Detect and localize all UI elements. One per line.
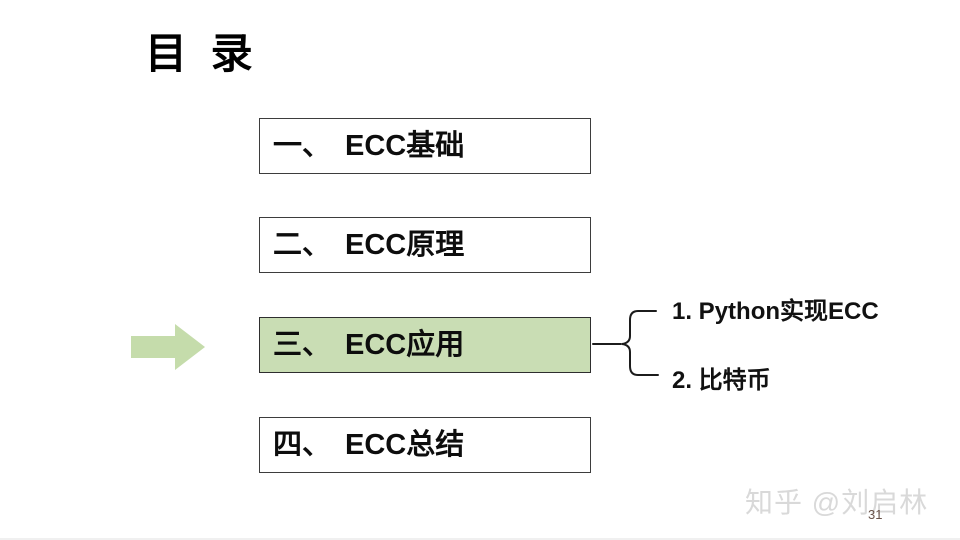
toc-item-number: 四、: [273, 428, 332, 461]
slide-bottom-edge: [0, 538, 960, 540]
toc-item-ecc-summary[interactable]: 四、 ECC总结: [259, 417, 591, 473]
toc-item-ecc-applications[interactable]: 三、 ECC应用: [259, 317, 591, 373]
toc-item-number: 三、: [273, 328, 332, 361]
sub-item-bitcoin: 2. 比特币: [672, 367, 771, 394]
toc-item-label: ECC应用: [345, 328, 465, 361]
toc-item-ecc-basics[interactable]: 一、 ECC基础: [259, 118, 591, 174]
page-number: 31: [868, 507, 883, 522]
right-arrow-shape: [131, 324, 205, 370]
toc-item-ecc-principles[interactable]: 二、 ECC原理: [259, 217, 591, 273]
toc-item-number: 一、: [273, 129, 332, 162]
sub-item-python-ecc: 1. Python实现ECC: [672, 298, 879, 325]
toc-item-number: 二、: [273, 228, 332, 261]
right-arrow-icon: [131, 324, 205, 370]
brace-shape: [621, 310, 659, 376]
toc-item-label: ECC原理: [345, 228, 465, 261]
toc-item-label: ECC基础: [345, 129, 465, 162]
page-title: 目 录: [145, 30, 259, 77]
watermark: 知乎 @刘启林: [745, 487, 929, 518]
left-curly-brace-icon: [592, 296, 672, 386]
toc-item-label: ECC总结: [345, 428, 465, 461]
